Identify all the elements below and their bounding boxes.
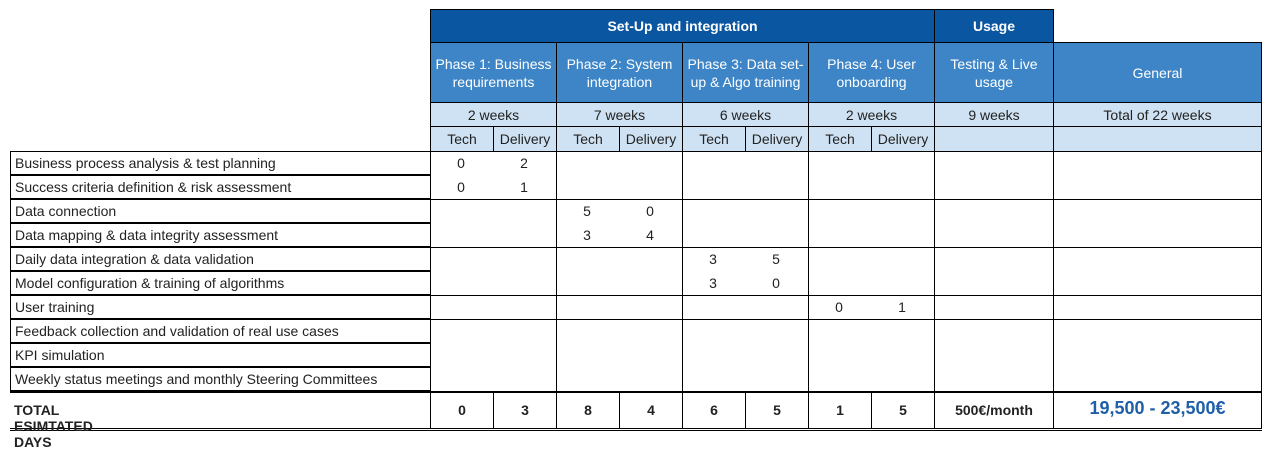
total-p4-tech: 1 bbox=[836, 402, 844, 418]
value-cell: 0 bbox=[457, 179, 465, 195]
p2-tech-header: Tech bbox=[556, 126, 620, 152]
grid-line bbox=[808, 151, 809, 429]
grid-line bbox=[682, 151, 683, 429]
total-p2-delivery: 4 bbox=[647, 402, 655, 418]
value-cell: 0 bbox=[772, 275, 780, 291]
p3-tech-header: Tech bbox=[682, 126, 746, 152]
phase-1-duration: 2 weeks bbox=[430, 102, 557, 127]
value-cell: 2 bbox=[520, 155, 528, 171]
grid-line bbox=[934, 151, 935, 429]
setup-integration-label: Set-Up and integration bbox=[607, 18, 758, 34]
value-cell: 3 bbox=[709, 275, 717, 291]
value-cell: 1 bbox=[520, 179, 528, 195]
value-cell: 5 bbox=[772, 251, 780, 267]
value-cell: 0 bbox=[646, 203, 654, 219]
grid-line bbox=[430, 319, 1262, 320]
value-cell: 4 bbox=[646, 227, 654, 243]
task-row-label: User training bbox=[10, 295, 430, 319]
p4-tech-header: Tech bbox=[808, 126, 872, 152]
general-col-title: General bbox=[1053, 42, 1262, 103]
phase-4-title: Phase 4: User onboarding bbox=[808, 42, 935, 103]
value-cell: 3 bbox=[709, 251, 717, 267]
phase-3-title: Phase 3: Data set-up & Algo training bbox=[682, 42, 809, 103]
grid-line bbox=[493, 392, 494, 429]
total-p4-delivery: 5 bbox=[899, 402, 907, 418]
total-p2-tech: 8 bbox=[584, 402, 592, 418]
grid-line bbox=[619, 392, 620, 429]
grid-line bbox=[430, 247, 1262, 248]
grid-line bbox=[10, 430, 1262, 431]
phase-1-title: Phase 1: Business requirements bbox=[430, 42, 557, 103]
task-row-label: KPI simulation bbox=[10, 343, 430, 367]
task-row-label: Feedback collection and validation of re… bbox=[10, 319, 430, 343]
task-row-label: Data connection bbox=[10, 199, 430, 223]
total-p1-delivery: 3 bbox=[521, 402, 529, 418]
grid-line bbox=[871, 392, 872, 429]
grid-line bbox=[430, 199, 1262, 200]
value-cell: 3 bbox=[583, 227, 591, 243]
usage-col-title: Testing & Live usage bbox=[934, 42, 1054, 103]
task-row-label: Business process analysis & test plannin… bbox=[10, 151, 430, 175]
value-cell: 1 bbox=[898, 299, 906, 315]
task-row-label: Weekly status meetings and monthly Steer… bbox=[10, 367, 430, 391]
grid-line bbox=[10, 428, 1262, 429]
usage-subheader bbox=[934, 126, 1054, 152]
grid-line bbox=[10, 391, 1262, 392]
phase-2-title: Phase 2: System integration bbox=[556, 42, 683, 103]
task-row-label: Data mapping & data integrity assessment bbox=[10, 223, 430, 247]
total-p1-tech: 0 bbox=[458, 402, 466, 418]
task-row-label: Model configuration & training of algori… bbox=[10, 271, 430, 295]
grid-line bbox=[10, 392, 1262, 393]
p1-tech-header: Tech bbox=[430, 126, 494, 152]
grid-line bbox=[556, 151, 557, 429]
value-cell: 0 bbox=[457, 155, 465, 171]
grid-line bbox=[430, 295, 1262, 296]
task-row-label: Success criteria definition & risk asses… bbox=[10, 175, 430, 199]
task-row-label: Daily data integration & data validation bbox=[10, 247, 430, 271]
p3-delivery-header: Delivery bbox=[745, 126, 809, 152]
total-general-cost: 19,500 - 23,500€ bbox=[1089, 398, 1226, 418]
p4-delivery-header: Delivery bbox=[871, 126, 935, 152]
total-usage: 500€/month bbox=[955, 402, 1033, 418]
grid-line bbox=[1053, 151, 1054, 429]
usage-header: Usage bbox=[934, 9, 1054, 43]
total-label: TOTAL ESIMTATED DAYS bbox=[14, 402, 93, 450]
value-cell: 5 bbox=[583, 203, 591, 219]
usage-duration: 9 weeks bbox=[934, 102, 1054, 127]
phase-2-duration: 7 weeks bbox=[556, 102, 683, 127]
total-p3-tech: 6 bbox=[710, 402, 718, 418]
grid-line bbox=[1261, 151, 1262, 429]
total-p3-delivery: 5 bbox=[773, 402, 781, 418]
grid-line bbox=[745, 392, 746, 429]
general-subheader bbox=[1053, 126, 1262, 152]
p1-delivery-header: Delivery bbox=[493, 126, 557, 152]
setup-integration-header: Set-Up and integration bbox=[430, 9, 935, 43]
phase-3-duration: 6 weeks bbox=[682, 102, 809, 127]
value-cell: 0 bbox=[835, 299, 843, 315]
general-duration: Total of 22 weeks bbox=[1053, 102, 1262, 127]
usage-label: Usage bbox=[972, 18, 1016, 34]
p2-delivery-header: Delivery bbox=[619, 126, 683, 152]
grid-line bbox=[430, 151, 431, 429]
phase-4-duration: 2 weeks bbox=[808, 102, 935, 127]
